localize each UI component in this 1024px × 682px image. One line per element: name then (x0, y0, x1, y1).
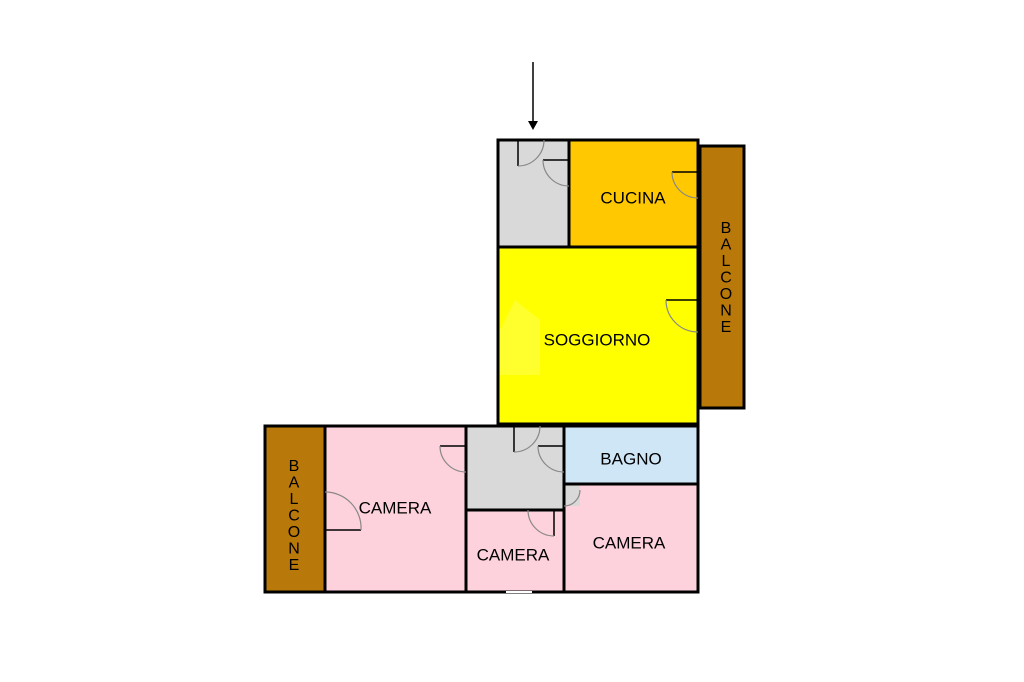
left-bedroom-label: CAMERA (359, 498, 432, 517)
left-balcony-letter: L (290, 491, 299, 508)
kitchen-room (569, 140, 698, 247)
walls (263, 138, 746, 594)
watermark-logo (500, 300, 540, 375)
doors (324, 139, 699, 593)
living-room-label: SOGGIORNO (544, 330, 651, 349)
left-balcony-letter: C (288, 508, 300, 525)
right-bedroom (564, 484, 698, 592)
right-balcony-letter: L (722, 253, 731, 270)
left-balcony-letter: B (289, 458, 300, 475)
kitchen-label: CUCINA (600, 188, 666, 207)
left-balcony-letter: A (289, 475, 300, 492)
right-balcony (700, 146, 744, 408)
entrance-arrow-icon (528, 62, 538, 130)
right-balcony-letter: C (720, 270, 732, 287)
left-balcony-letter: E (289, 557, 300, 574)
middle-bedroom-label: CAMERA (477, 545, 550, 564)
right-balcony-letter: B (721, 220, 732, 237)
bathroom-label: BAGNO (600, 449, 661, 468)
left-balcony (265, 426, 325, 592)
bathroom-room (564, 426, 698, 484)
middle-bedroom (466, 510, 564, 592)
left-bedroom (325, 426, 466, 592)
right-balcony-letter: A (721, 237, 732, 254)
right-balcony-letter: E (721, 319, 732, 336)
right-balcony-letter: N (720, 303, 732, 320)
living-room (498, 247, 698, 424)
left-balcony-letter: O (288, 524, 300, 541)
night-corridor (466, 426, 564, 510)
entry-hall (498, 140, 569, 247)
right-balcony-letter: O (720, 286, 732, 303)
right-bedroom-label: CAMERA (593, 533, 666, 552)
left-balcony-letter: N (288, 541, 300, 558)
corridor-connector (564, 484, 580, 506)
